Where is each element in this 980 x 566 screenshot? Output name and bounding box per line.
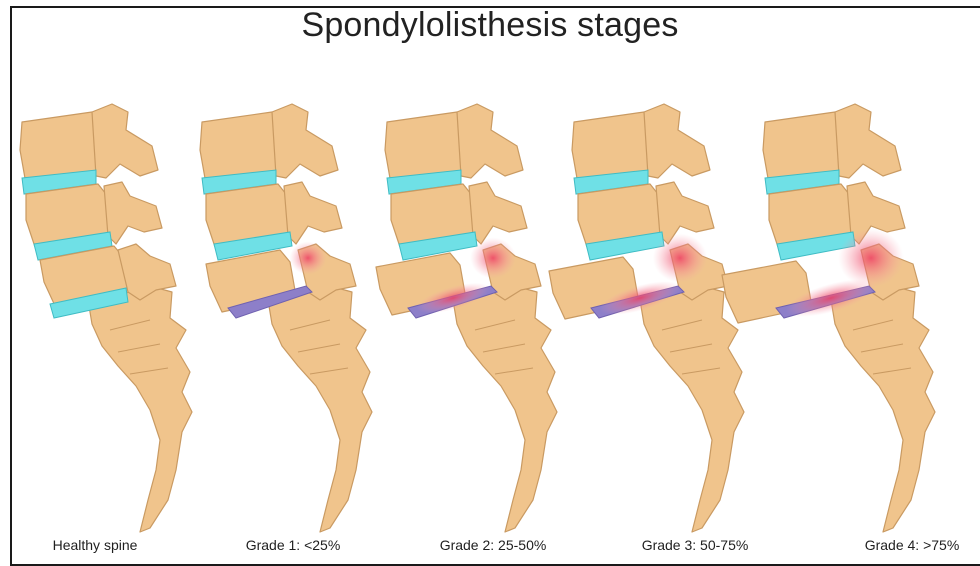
posterior-process-l3 <box>644 104 710 178</box>
spine-grade-4 <box>722 104 935 532</box>
posterior-process-l3 <box>272 104 338 178</box>
spine-grade-3 <box>549 104 744 532</box>
posterior-process-l4 <box>284 182 342 244</box>
stage-label-grade-4: Grade 4: >75% <box>865 537 960 553</box>
stage-label-healthy: Healthy spine <box>53 537 138 553</box>
spine-grade-1 <box>200 104 372 532</box>
stage-label-grade-2: Grade 2: 25-50% <box>440 537 547 553</box>
posterior-process-l3 <box>92 104 158 178</box>
posterior-process-l4 <box>469 182 527 244</box>
stage-label-grade-1: Grade 1: <25% <box>246 537 341 553</box>
inflammation-facet <box>470 237 516 278</box>
stages-group <box>20 104 935 532</box>
inflammation-facet <box>838 229 903 288</box>
diagram-title: Spondylolisthesis stages <box>0 6 980 45</box>
stage-label-grade-3: Grade 3: 50-75% <box>642 537 749 553</box>
inflammation-facet <box>290 241 327 274</box>
inflammation-facet <box>653 234 707 283</box>
spine-grade-2 <box>376 104 557 532</box>
spine-healthy <box>20 104 192 532</box>
posterior-process-l3 <box>457 104 523 178</box>
posterior-process-l4 <box>104 182 162 244</box>
posterior-process-l3 <box>835 104 901 178</box>
